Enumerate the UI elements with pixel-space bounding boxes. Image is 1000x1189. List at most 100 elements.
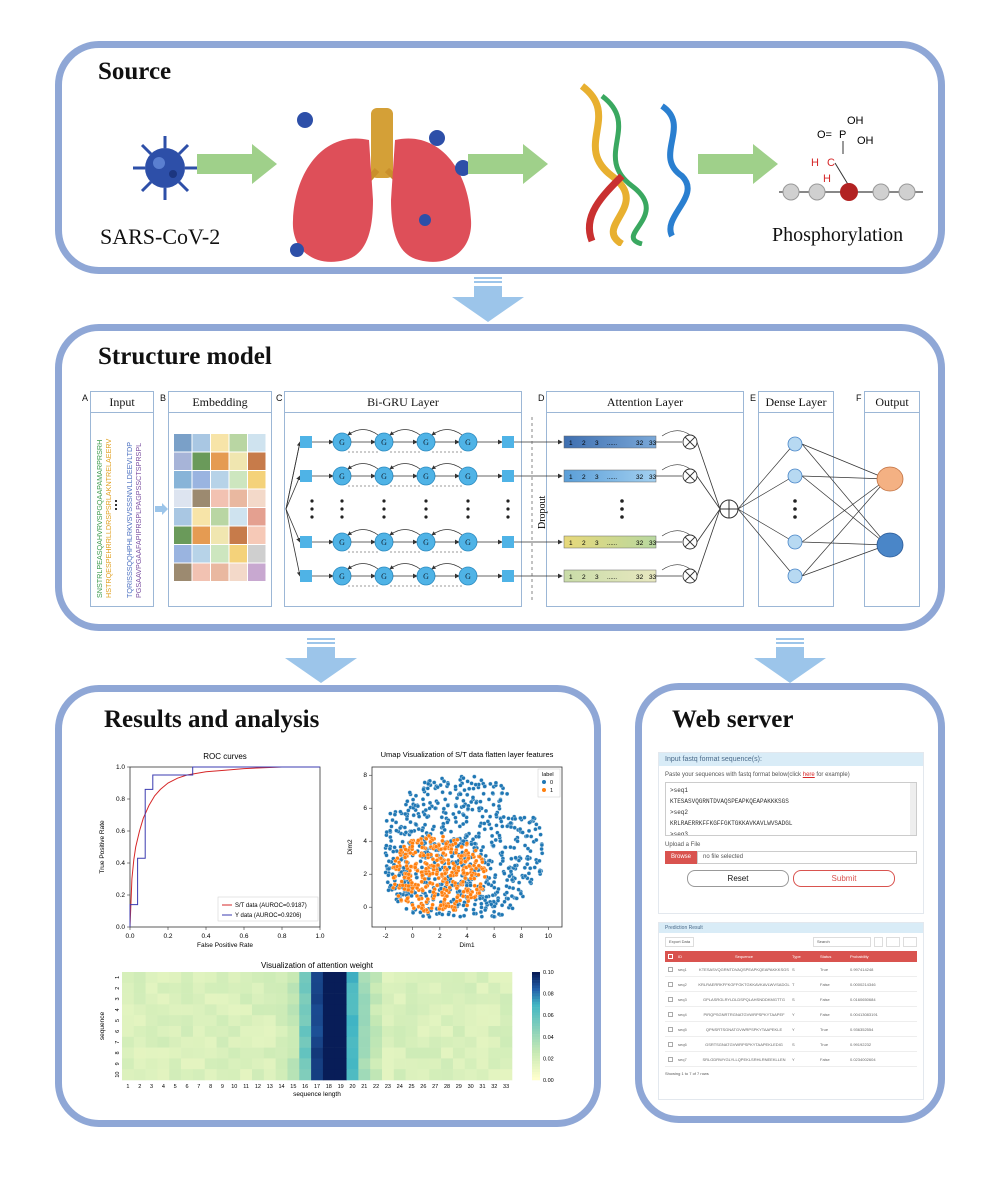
umap-point-0 (537, 869, 542, 874)
umap-point-1 (454, 870, 459, 876)
heatmap-cell (252, 972, 265, 984)
umap-point-1 (472, 883, 477, 888)
row-checkbox[interactable] (668, 1056, 673, 1062)
dense-output-edge (801, 478, 888, 543)
row-checkbox[interactable] (668, 996, 673, 1002)
umap-point-1 (459, 844, 464, 849)
colorbar-segment (532, 1074, 540, 1078)
heatmap-cell (370, 1015, 383, 1027)
file-input[interactable]: no file selected (697, 851, 917, 864)
umap-point-0 (388, 838, 394, 843)
umap-point-0 (508, 845, 513, 850)
columns-icon[interactable] (886, 937, 900, 947)
umap-point-0 (457, 889, 462, 894)
attention-token: 32 (636, 474, 644, 481)
gru-node-label: G (465, 438, 471, 447)
heatmap-cell (334, 1004, 347, 1016)
table-cell: False (820, 1056, 830, 1062)
refresh-icon[interactable] (874, 937, 883, 947)
heatmap-cell (405, 1004, 418, 1016)
umap-point-1 (404, 863, 409, 869)
gru-output-square (502, 536, 514, 548)
umap-point-0 (406, 808, 411, 813)
roc-ytick: 1.0 (116, 764, 125, 771)
row-checkbox[interactable] (668, 981, 673, 987)
colorbar-segment (532, 985, 540, 989)
dense-header: Dense Layer (759, 392, 833, 413)
umap-point-0 (384, 843, 389, 848)
heatmap-cell (370, 1026, 383, 1038)
table-cell: Y (792, 1056, 795, 1062)
ellipsis-dot (340, 499, 344, 503)
row-checkbox[interactable] (668, 1026, 673, 1032)
heatmap-cell (157, 1058, 170, 1070)
umap-point-0 (491, 802, 496, 807)
umap-point-0 (451, 897, 456, 902)
heatmap-cell (228, 972, 241, 984)
example-link[interactable]: here (802, 772, 815, 778)
heatmap-cell (334, 1058, 347, 1070)
colorbar-segment (532, 1055, 540, 1059)
umap-point-0 (476, 834, 481, 839)
umap-point-0 (416, 814, 422, 819)
structure-panel: Structure model A Input SNSTRLPEASQAHVRV… (55, 324, 945, 631)
table-cell: 0.00413083191 (850, 1011, 878, 1017)
umap-point-0 (510, 906, 515, 911)
row-checkbox[interactable] (668, 954, 673, 959)
umap-point-0 (443, 797, 448, 802)
dense-input-edge (737, 443, 795, 510)
ptm-label: Phosphorylation (772, 224, 904, 246)
heatmap-cell (122, 982, 135, 994)
colorbar-segment (532, 1063, 540, 1067)
dense-input-edge (737, 508, 795, 543)
umap-ytick: 4 (363, 838, 367, 845)
heatmap-cell (299, 1004, 312, 1016)
heatmap-cell (228, 1036, 241, 1048)
umap-point-0 (470, 795, 476, 800)
heatmap-cell (157, 1069, 170, 1081)
heatmap-xtick: 9 (221, 1084, 224, 1090)
table-cell: False (820, 996, 830, 1002)
table-cell: 0.0000214346 (850, 981, 876, 987)
heatmap-cell (228, 993, 241, 1005)
export-dropdown[interactable]: Export Data (665, 937, 695, 947)
heatmap-cell (169, 982, 182, 994)
heatmap-cell (500, 1004, 513, 1016)
umap-point-1 (459, 853, 464, 859)
umap-point-0 (505, 896, 511, 901)
umap-point-0 (415, 804, 421, 809)
umap-point-0 (427, 889, 433, 894)
row-checkbox[interactable] (668, 966, 673, 972)
row-checkbox[interactable] (668, 1041, 673, 1047)
submit-button[interactable]: Submit (793, 870, 895, 887)
umap-point-0 (525, 846, 531, 851)
heatmap-cell (405, 1058, 418, 1070)
umap-point-0 (471, 907, 476, 912)
umap-point-0 (464, 815, 469, 820)
heatmap-cell (145, 1058, 158, 1070)
row-checkbox[interactable] (668, 1011, 673, 1017)
ellipsis-dot (424, 499, 428, 503)
attention-token: 33 (649, 474, 657, 481)
table-cell: False (820, 981, 830, 987)
umap-point-0 (483, 853, 488, 859)
heatmap-cell (275, 1069, 288, 1081)
heatmap-cell (145, 1004, 158, 1016)
heatmap-cell (464, 1047, 477, 1059)
umap-point-1 (463, 875, 468, 881)
textarea-scrollbar[interactable] (910, 783, 916, 835)
heatmap-cell (122, 1058, 135, 1070)
reset-button[interactable]: Reset (687, 870, 789, 887)
ellipsis-dot (424, 515, 428, 519)
download-icon[interactable] (903, 937, 917, 947)
roc-ytick: 0.6 (116, 828, 125, 835)
browse-button[interactable]: Browse (665, 851, 698, 864)
umap-point-0 (387, 846, 393, 851)
umap-point-1 (464, 841, 470, 846)
search-input[interactable]: Search (813, 937, 871, 947)
heatmap-cell (417, 1047, 430, 1059)
umap-point-1 (404, 859, 409, 865)
